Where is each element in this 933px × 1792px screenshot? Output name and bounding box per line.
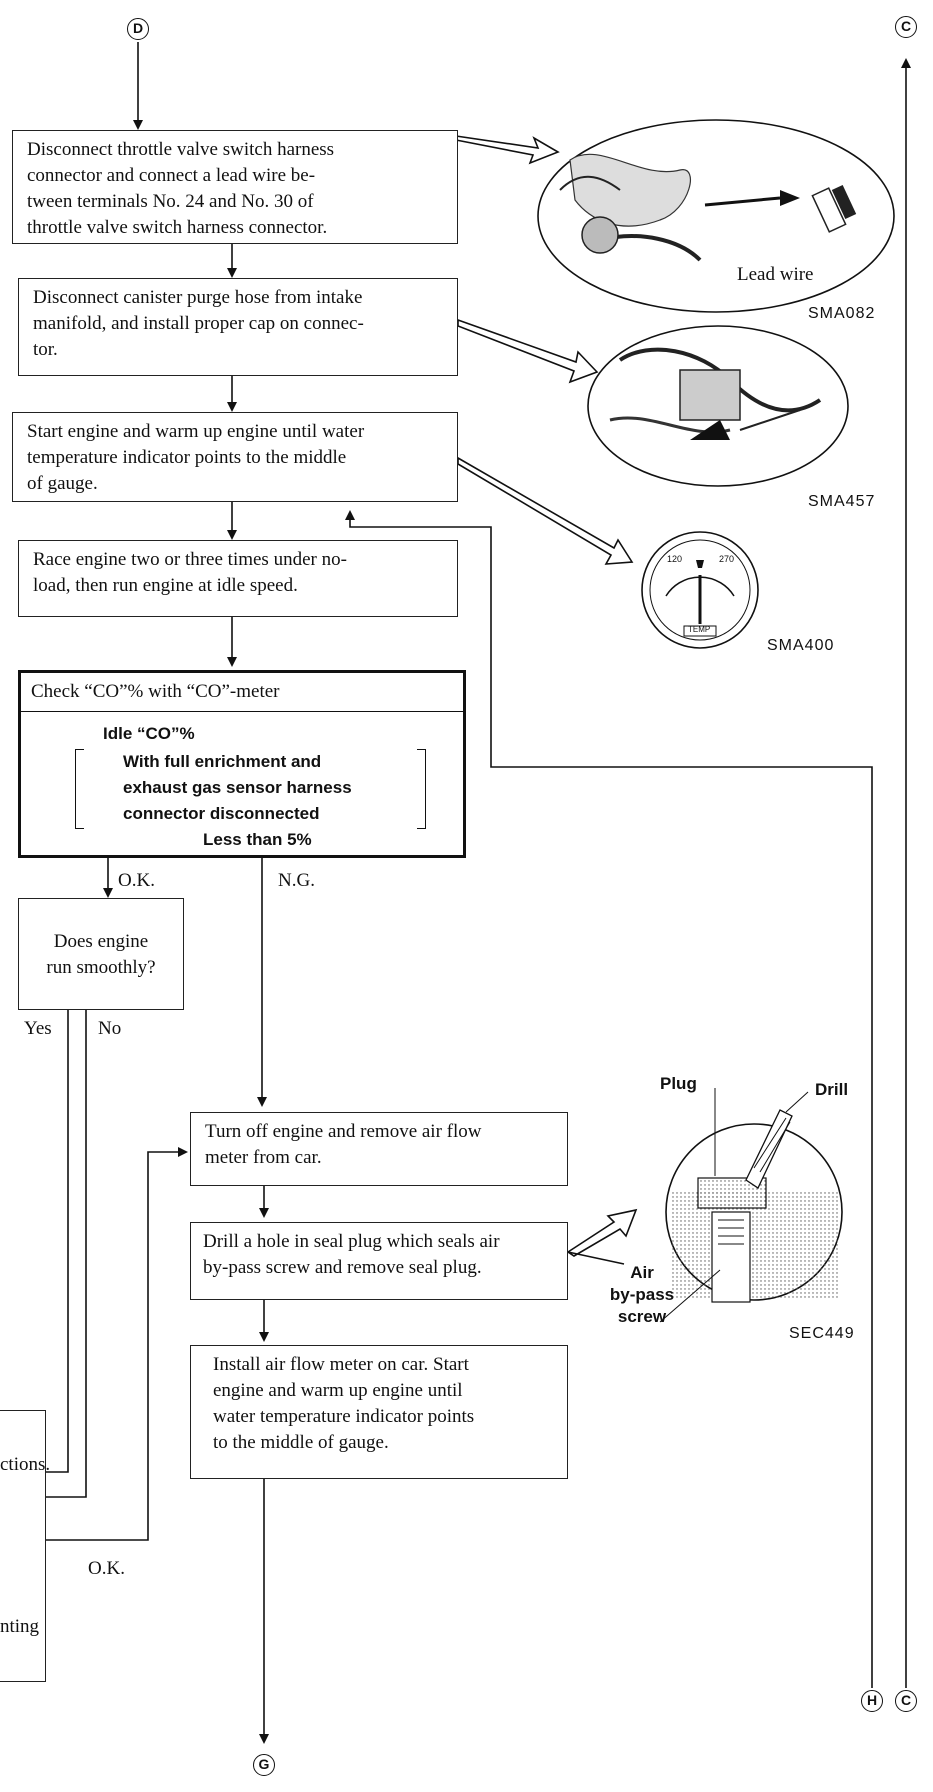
connector-c-top: C bbox=[895, 16, 917, 38]
question-box: Does engine run smoothly? bbox=[18, 898, 184, 1010]
bypass-word: by-pass bbox=[609, 1285, 675, 1304]
gauge-tick-270: 270 bbox=[719, 554, 735, 564]
step4-box: Race engine two or three times under no-… bbox=[18, 540, 458, 617]
step2-line1: Disconnect canister purge hose from inta… bbox=[33, 287, 363, 308]
gauge-temp-label: TEMP bbox=[688, 625, 711, 634]
step7-line1: Install air flow meter on car. Start bbox=[213, 1354, 469, 1375]
connector-d: D bbox=[127, 18, 149, 40]
figure-lead-wire bbox=[537, 119, 895, 313]
step7-line4: to the middle of gauge. bbox=[213, 1432, 389, 1453]
figure-seal-plug-drill bbox=[659, 1088, 843, 1323]
arrow-h-back-to-step3 bbox=[345, 510, 873, 1688]
step1-line3: tween terminals No. 24 and No. 30 of bbox=[27, 191, 314, 212]
condition-line1: With full enrichment and bbox=[123, 752, 322, 771]
pointer-to-fig4 bbox=[566, 1208, 638, 1265]
pointer-to-fig2 bbox=[457, 318, 599, 384]
step1-line2: connector and connect a lead wire be- bbox=[27, 165, 316, 186]
step6-line1: Drill a hole in seal plug which seals ai… bbox=[203, 1231, 500, 1252]
step4-line2: load, then run engine at idle speed. bbox=[33, 575, 298, 596]
step3-line3: of gauge. bbox=[27, 473, 98, 494]
step7-box: Install air flow meter on car. Start eng… bbox=[190, 1345, 568, 1479]
connector-c-bottom: C bbox=[895, 1690, 917, 1712]
left-partial-box bbox=[0, 1410, 46, 1682]
condition-line3: connector disconnected bbox=[123, 804, 320, 823]
figure-temp-gauge bbox=[641, 531, 759, 649]
step4-line1: Race engine two or three times under no- bbox=[33, 549, 347, 570]
yes-branch-line bbox=[0, 1010, 69, 1473]
figure4-caption: SEC449 bbox=[789, 1325, 855, 1342]
connector-h: H bbox=[861, 1690, 883, 1712]
branch-ok-2: O.K. bbox=[88, 1558, 125, 1579]
step3-box: Start engine and warm up engine until wa… bbox=[12, 412, 458, 502]
question-line2: run smoothly? bbox=[46, 957, 156, 978]
figure-purge-hose bbox=[587, 325, 849, 487]
co-check-value: Less than 5% bbox=[203, 830, 312, 849]
figure4-drill-label: Drill bbox=[815, 1080, 849, 1099]
arrow-ok-to-step5 bbox=[46, 1147, 188, 1541]
co-check-divider bbox=[21, 711, 463, 712]
co-check-heading: Idle “CO”% bbox=[103, 724, 195, 743]
step3-line2: temperature indicator points to the midd… bbox=[27, 447, 347, 468]
co-check-conditions: With full enrichment and exhaust gas sen… bbox=[123, 749, 352, 827]
step5-box: Turn off engine and remove air flow mete… bbox=[190, 1112, 568, 1186]
step6-box: Drill a hole in seal plug which seals ai… bbox=[190, 1222, 568, 1300]
question-line1: Does engine bbox=[53, 931, 149, 952]
step3-line1: Start engine and warm up engine until wa… bbox=[27, 421, 365, 442]
figure3-caption: SMA400 bbox=[767, 637, 835, 654]
pointer-to-fig3 bbox=[457, 456, 634, 565]
branch-ok-1: O.K. bbox=[118, 870, 155, 891]
figure1-caption: SMA082 bbox=[808, 305, 876, 322]
step2-line3: tor. bbox=[33, 339, 58, 360]
step1-box: Disconnect throttle valve switch harness… bbox=[12, 130, 458, 244]
step6-line2: by-pass screw and remove seal plug. bbox=[203, 1257, 482, 1278]
step2-box: Disconnect canister purge hose from inta… bbox=[18, 278, 458, 376]
close-bracket bbox=[417, 749, 426, 829]
pointer-to-fig1 bbox=[455, 135, 560, 165]
gauge-tick-120: 120 bbox=[667, 554, 683, 564]
open-bracket bbox=[75, 749, 84, 829]
figure2-caption: SMA457 bbox=[808, 493, 876, 510]
step7-line2: engine and warm up engine until bbox=[213, 1380, 463, 1401]
step5-line2: meter from car. bbox=[205, 1147, 322, 1168]
step1-line1: Disconnect throttle valve switch harness bbox=[27, 139, 335, 160]
left-partial-text-2: nting bbox=[0, 1616, 40, 1637]
figure4-air-bypass-label: Air by-pass screw bbox=[606, 1262, 678, 1328]
screw-word: screw bbox=[617, 1307, 667, 1326]
branch-no: No bbox=[98, 1018, 122, 1039]
co-check-title: Check “CO”% with “CO”-meter bbox=[31, 681, 280, 702]
branch-ng: N.G. bbox=[278, 870, 315, 891]
step2-line2: manifold, and install proper cap on conn… bbox=[33, 313, 364, 334]
step7-line3: water temperature indicator points bbox=[213, 1406, 475, 1427]
step1-line4: throttle valve switch harness connector. bbox=[27, 217, 328, 238]
left-partial-text-1: ctions. bbox=[0, 1454, 51, 1475]
figure4-plug-label: Plug bbox=[660, 1074, 697, 1093]
figure1-note: Lead wire bbox=[737, 264, 814, 285]
condition-line2: exhaust gas sensor harness bbox=[123, 778, 352, 797]
air-word: Air bbox=[630, 1263, 654, 1282]
connector-g: G bbox=[253, 1754, 275, 1776]
branch-yes: Yes bbox=[24, 1018, 52, 1039]
step5-line1: Turn off engine and remove air flow bbox=[205, 1121, 482, 1142]
co-check-box: Check “CO”% with “CO”-meter Idle “CO”% W… bbox=[18, 670, 466, 858]
